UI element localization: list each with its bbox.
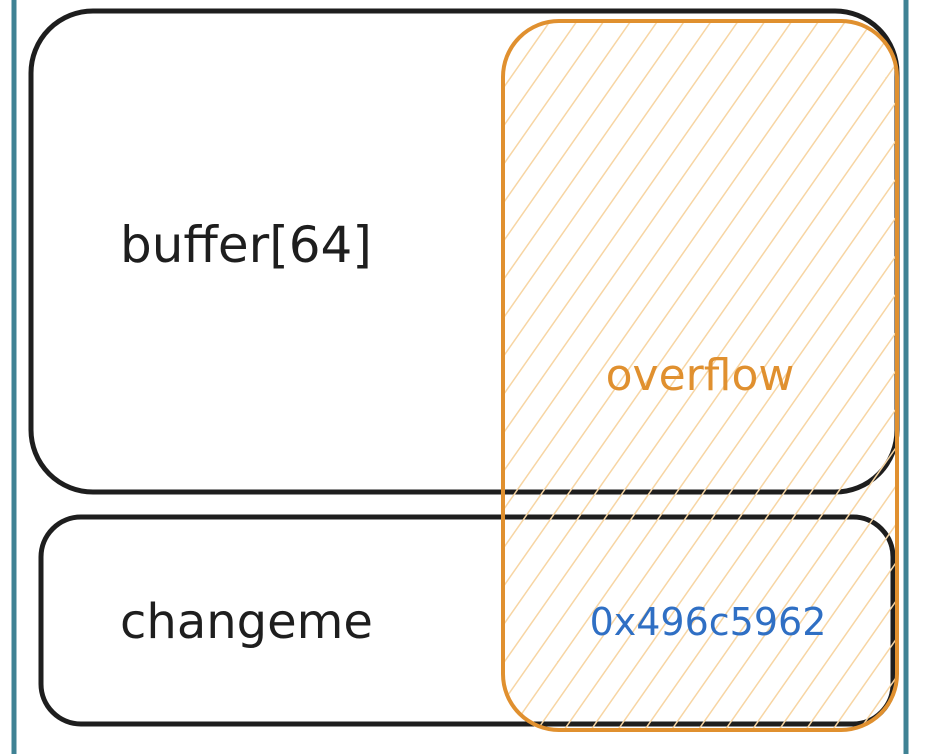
- changeme-value: 0x496c5962: [590, 600, 827, 644]
- changeme-label: changeme: [120, 594, 373, 650]
- buffer-label: buffer[64]: [120, 216, 372, 274]
- overflow-region: [501, 19, 899, 732]
- overflow-label: overflow: [606, 350, 795, 401]
